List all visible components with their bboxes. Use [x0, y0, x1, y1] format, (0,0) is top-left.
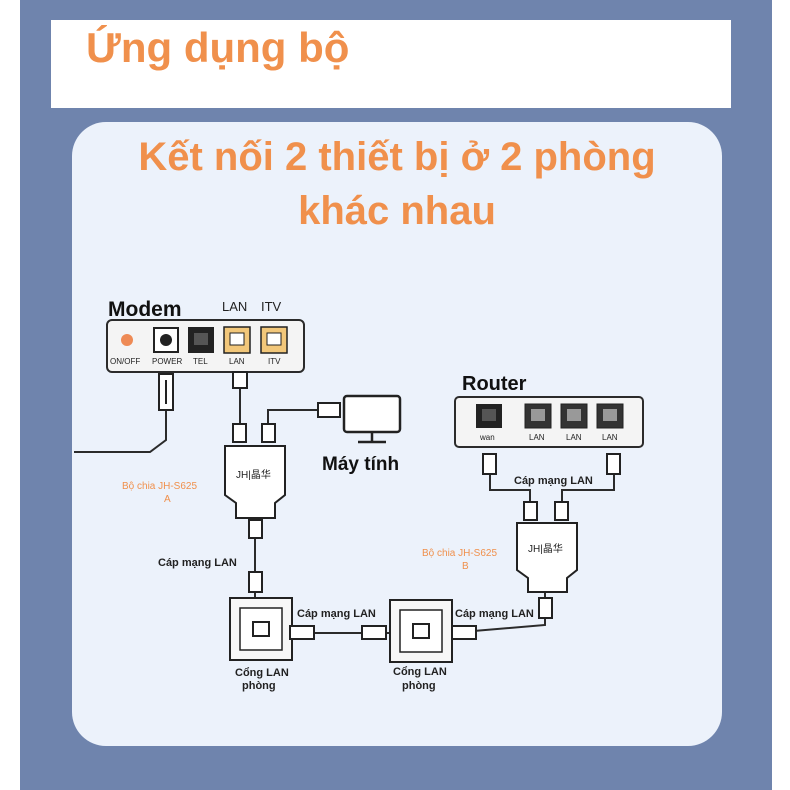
- rj45-plug: [482, 453, 497, 475]
- main-title-line2: khác nhau: [298, 189, 496, 233]
- splitter-a-brand: JH|晶华: [236, 468, 271, 481]
- router-port-label-lan1: LAN: [529, 433, 545, 442]
- cable-label-router: Cáp mạng LAN: [514, 475, 593, 487]
- modem-port-label-onoff: ON/OFF: [110, 357, 140, 366]
- modem-power-jack-hole: [160, 334, 172, 346]
- wall-port-right-label: Cổng LAN: [393, 666, 447, 678]
- rj45-plug: [289, 625, 315, 640]
- router-cable-1: [489, 470, 531, 503]
- modem-port-label-itv: ITV: [268, 357, 281, 366]
- router-cable-2: [561, 470, 615, 503]
- header-bar: [51, 20, 731, 108]
- modem-top-label-lan: LAN: [222, 299, 247, 314]
- modem-port-label-lan: LAN: [229, 357, 245, 366]
- splitter-b-brand: JH|晶华: [528, 542, 563, 555]
- splitter-a-body: [224, 445, 286, 519]
- rj45-plug: [606, 453, 621, 475]
- rj45-plug: [232, 423, 247, 443]
- splitter-a-label: Bộ chia JH-S625: [122, 481, 197, 492]
- rj45-plug: [232, 371, 248, 389]
- computer-label: Máy tính: [322, 454, 399, 475]
- router-port-label-lan3: LAN: [602, 433, 618, 442]
- modem-port-label-tel: TEL: [193, 357, 208, 366]
- rj45-plug: [248, 519, 263, 539]
- rj45-plug: [554, 501, 569, 521]
- splitter-b-body: [516, 522, 578, 593]
- modem-port-label-power: POWER: [152, 357, 182, 366]
- rj45-plug: [261, 423, 276, 443]
- rj45-plug: [451, 625, 477, 640]
- computer-cable: [267, 409, 320, 425]
- splitter-b-label: Bộ chia JH-S625: [422, 548, 497, 559]
- monitor-icon: [342, 394, 402, 434]
- rj45-plug: [317, 402, 341, 418]
- power-cable: [74, 410, 167, 453]
- rj45-plug: [523, 501, 538, 521]
- rj45-plug: [538, 597, 553, 619]
- modem-power-led: [121, 334, 133, 346]
- cable-label-mid: Cáp mạng LAN: [297, 608, 376, 620]
- wall-port-left-label: Cổng LAN: [235, 667, 289, 679]
- modem-title: Modem: [108, 298, 182, 321]
- rj45-plug: [361, 625, 387, 640]
- main-title: Kết nối 2 thiết bị ở 2 phòng khác nhau: [72, 130, 722, 238]
- wall-port-right-label-2: phòng: [402, 680, 436, 692]
- splitter-a-label-letter: A: [164, 494, 171, 505]
- modem-top-label-itv: ITV: [261, 299, 282, 314]
- cable-label-a: Cáp mạng LAN: [158, 557, 237, 569]
- router-port-label-wan: wan: [479, 433, 495, 442]
- main-title-line1: Kết nối 2 thiết bị ở 2 phòng: [138, 135, 656, 179]
- header-title: Ứng dụng bộ: [86, 24, 350, 71]
- wall-port-left-label-2: phòng: [242, 680, 276, 692]
- cable-label-right: Cáp mạng LAN: [455, 608, 534, 620]
- router-title: Router: [462, 373, 527, 395]
- router-port-label-lan2: LAN: [566, 433, 582, 442]
- rj45-plug: [248, 571, 263, 593]
- splitter-b-label-letter: B: [462, 561, 469, 572]
